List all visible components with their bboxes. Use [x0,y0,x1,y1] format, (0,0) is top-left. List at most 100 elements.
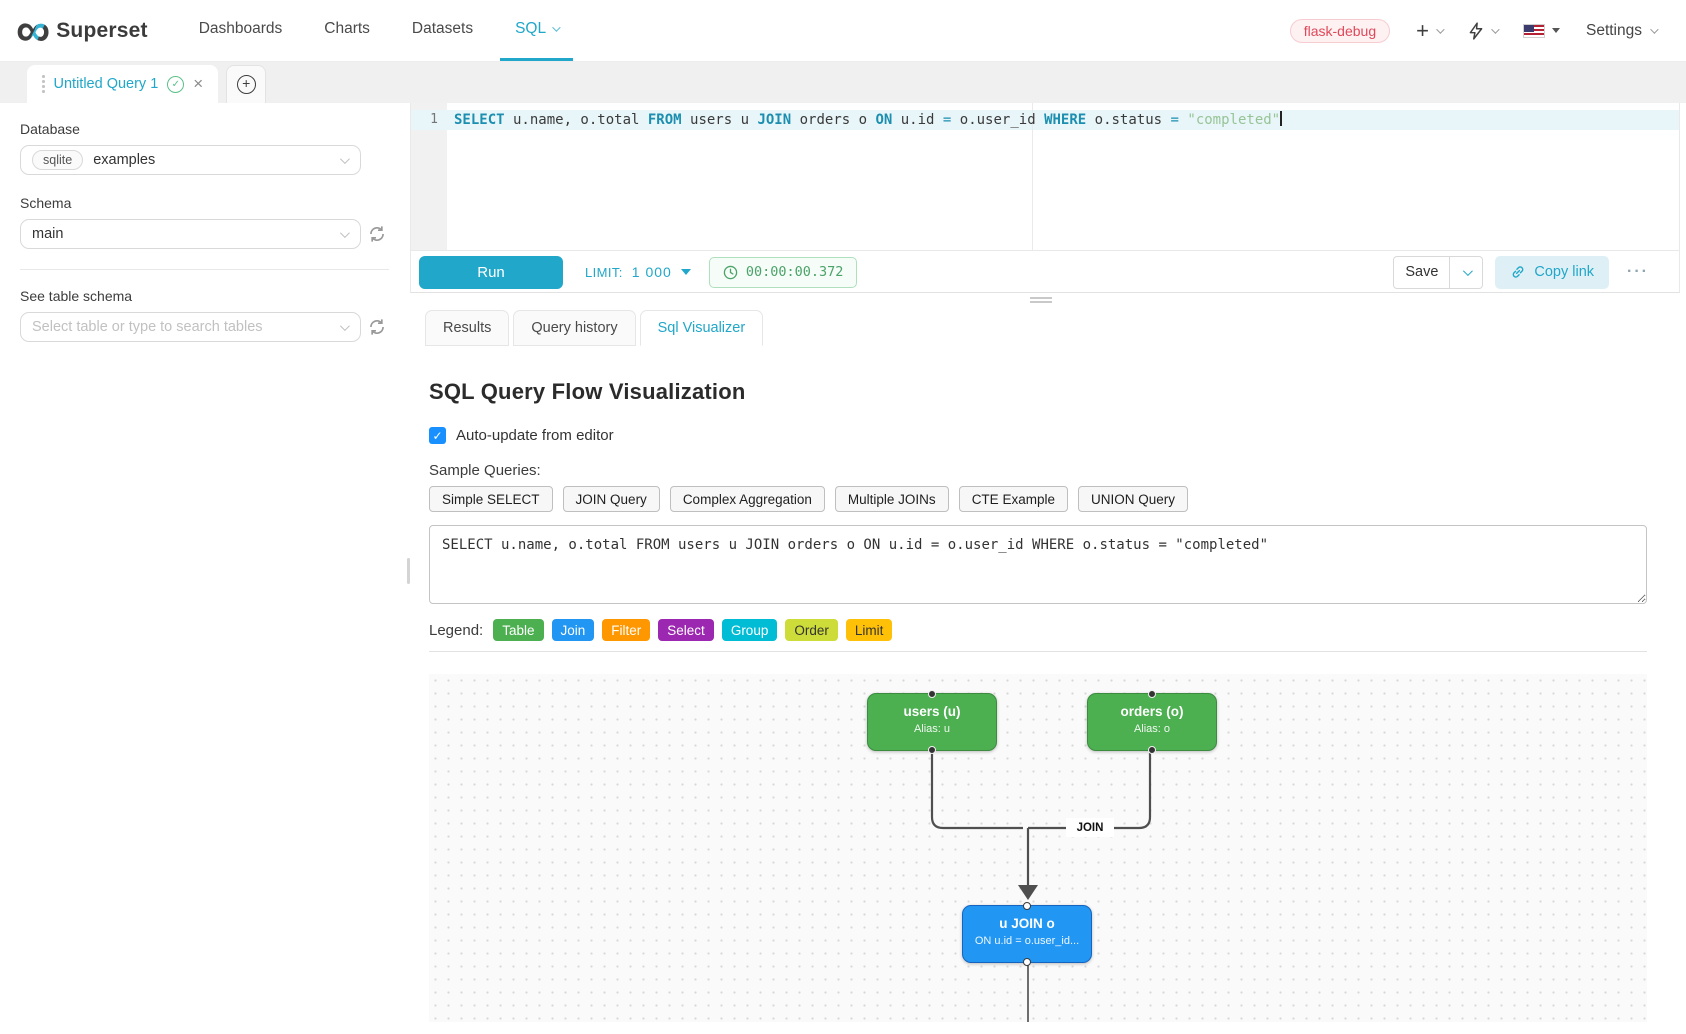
flow-node-users-u-[interactable]: users (u) Alias: u [867,690,997,754]
tab-sql-visualizer[interactable]: Sql Visualizer [639,310,764,346]
refresh-schema-icon[interactable] [368,225,386,243]
new-query-tab-button[interactable]: + [226,65,267,103]
nav-dashboards[interactable]: Dashboards [184,0,298,61]
node-handle-top[interactable] [928,690,936,698]
copy-link-button[interactable]: Copy link [1495,255,1610,289]
chevron-down-icon [1491,24,1500,34]
copy-link-label: Copy link [1534,264,1595,280]
plus-icon: + [1416,17,1429,43]
us-flag-icon [1522,23,1545,38]
navbar-right: flask-debug + Settings [1289,0,1686,61]
nav-charts[interactable]: Charts [309,0,385,61]
auto-update-checkbox[interactable]: ✓ [429,427,446,444]
sample-union-query[interactable]: UNION Query [1077,486,1188,512]
saved-check-icon: ✓ [167,75,185,93]
sql-token: = [1170,112,1179,128]
flow-canvas[interactable]: JOIN users (u) Alias: u orders (o)Alias: o… [429,674,1647,1022]
tab-query-history[interactable]: Query history [513,310,636,346]
limit-value: 1 000 [631,264,672,280]
nav-sql[interactable]: SQL [500,0,574,61]
flow-node-orders-o-[interactable]: orders (o)Alias: o [1087,690,1217,754]
sql-token: o.user_id [951,112,1045,128]
lightning-icon [1469,21,1483,40]
close-icon[interactable]: × [193,74,204,93]
sample-query-buttons: Simple SELECT JOIN Query Complex Aggregati… [429,486,1647,512]
settings-menu[interactable]: Settings [1585,21,1659,40]
sql-visualizer-content: SQL Query Flow Visualization ✓ Auto-upda… [429,379,1647,1022]
print-margin-line [1032,103,1033,250]
chevron-down-icon [1436,24,1445,34]
language-picker[interactable] [1522,23,1560,38]
nav-label: SQL [515,20,547,37]
sql-token: u.name, o.total [504,112,648,128]
sql-input[interactable]: SELECT u.name, o.total FROM users u JOIN… [429,525,1647,604]
chevron-down-icon [339,320,350,331]
legend-badge-join: Join [551,619,595,641]
auto-update-label: Auto-update from editor [456,427,614,444]
node-handle-bottom[interactable] [1023,958,1031,966]
database-select[interactable]: sqlite examples [20,145,361,175]
sql-token: FROM [647,112,682,128]
active-line-highlight [411,110,1679,130]
node-handle-bottom[interactable] [1148,746,1156,754]
node-subtitle: ON u.id = o.user_id... [974,935,1080,947]
limit-dropdown[interactable]: LIMIT: 1 000 [585,264,691,280]
pane-drag-handle[interactable] [1030,297,1052,305]
link-icon [1513,266,1524,278]
sidebar-resize-handle[interactable] [407,558,410,584]
node-handle-top[interactable] [1148,690,1156,698]
database-select-value: examples [93,152,156,168]
sql-editor[interactable]: 1 SELECT u.name, o.total FROM users u JO… [411,103,1679,250]
chevron-down-icon [552,23,561,32]
sql-token: orders o [791,112,876,128]
sample-cte-example[interactable]: CTE Example [958,486,1068,512]
sql-token: u.id [892,112,943,128]
nav-label: Dashboards [198,20,283,37]
table-select-placeholder: Select table or type to search tables [32,319,263,335]
node-handle-bottom[interactable] [928,746,936,754]
node-title: orders (o) [1120,704,1184,719]
query-search-button[interactable] [1468,21,1500,40]
flow-edges [930,753,1152,1022]
text-cursor [1280,111,1282,126]
sample-multiple-joins[interactable]: Multiple JOINs [834,486,949,512]
legend-badge-group: Group [721,619,778,641]
query-tab-active[interactable]: Untitled Query 1 ✓ × [27,65,219,103]
drag-handle-icon[interactable] [42,75,45,93]
save-button[interactable]: Save [1393,255,1451,289]
tab-results[interactable]: Results [425,310,510,346]
line-number: 1 [430,112,438,127]
chevron-down-icon [1462,265,1473,276]
caret-down-icon [1551,28,1560,33]
nav-datasets[interactable]: Datasets [397,0,488,61]
legend-badge-filter: Filter [602,619,651,641]
join-edge-label: JOIN [1066,818,1114,837]
database-label: Database [20,121,80,137]
sql-token: SELECT [454,112,505,128]
run-button[interactable]: Run [419,255,563,289]
node-title: users (u) [903,704,961,719]
sample-complex-aggregation[interactable]: Complex Aggregation [669,486,825,512]
sql-token: JOIN [757,112,792,128]
more-menu-button[interactable]: ··· [1627,263,1649,280]
sample-simple-select[interactable]: Simple SELECT [429,486,553,512]
table-select[interactable]: Select table or type to search tables [20,312,361,342]
legend-badge-select: Select [658,619,714,641]
node-subtitle: Alias: u [913,723,951,735]
schema-select-value: main [32,226,64,242]
refresh-tables-icon[interactable] [368,318,386,336]
query-timer: 00:00:00.372 [708,256,858,288]
settings-label: Settings [1585,21,1642,39]
legend-label: Legend: [429,621,484,639]
schema-select[interactable]: main [20,219,361,249]
sample-join-query[interactable]: JOIN Query [562,486,660,512]
new-menu-button[interactable]: + [1416,17,1445,43]
code-line[interactable]: SELECT u.name, o.total FROM users u JOIN… [454,111,1282,130]
brand-name: Superset [56,18,148,42]
save-dropdown-button[interactable] [1450,255,1484,289]
node-handle-top[interactable] [1023,902,1031,910]
superset-logo[interactable]: ∞ Superset [0,0,148,61]
sql-token: WHERE [1044,112,1087,128]
